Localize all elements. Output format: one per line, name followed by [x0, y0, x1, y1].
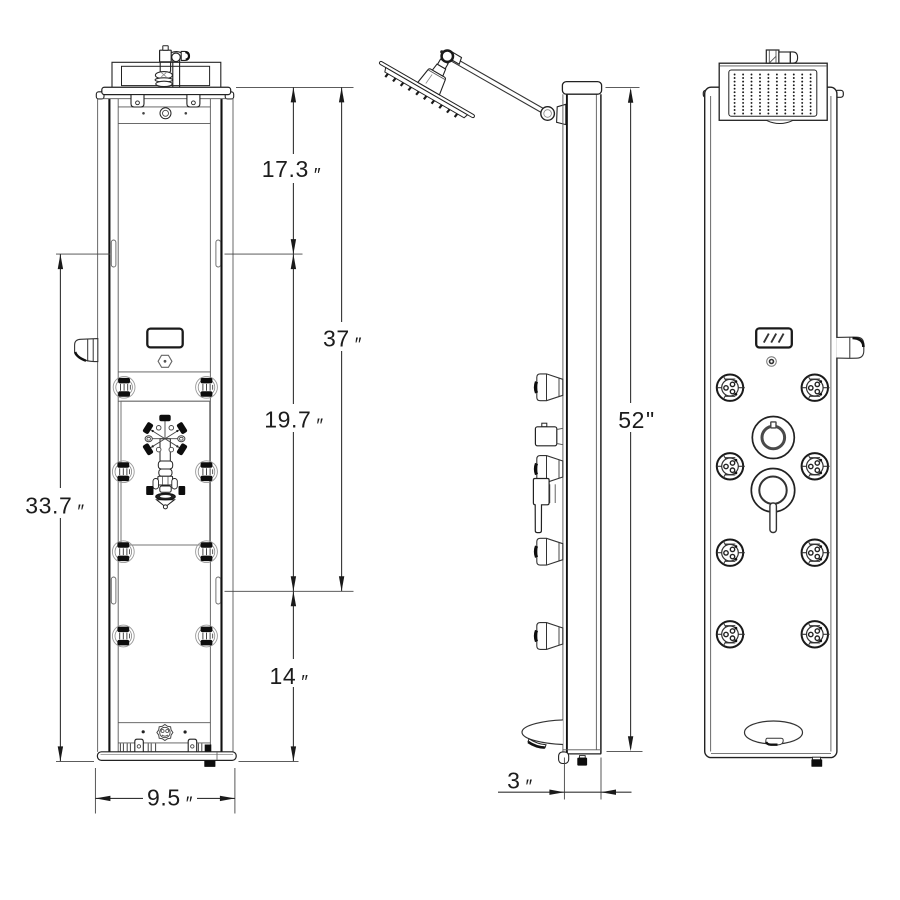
svg-text:52": 52": [618, 407, 655, 433]
